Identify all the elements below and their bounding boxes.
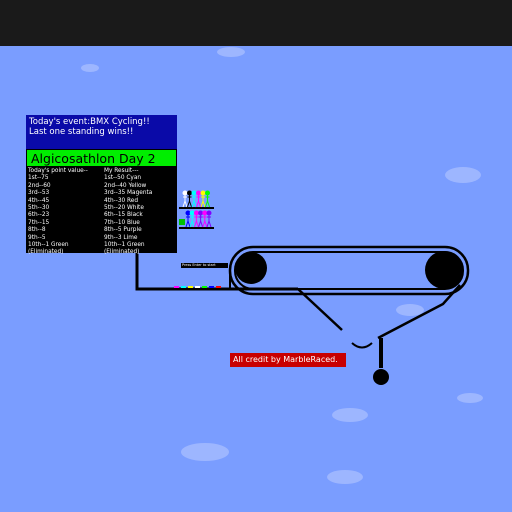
score-row: 8th--8 [28,227,46,234]
credit-banner: All credit by MarbleRaced. [230,353,346,367]
racer-stick-figure [198,210,204,228]
score-row: 7th--15 [28,219,50,226]
marble [202,286,207,288]
eliminated-green-racer [179,219,185,225]
score-row: 6th--23 [28,212,50,219]
cloud [181,443,229,461]
score-row: 6th--15 Black [104,212,143,219]
racers-bottom [185,210,212,228]
marble [181,286,186,288]
my-result-header: My Result--- [104,168,139,174]
score-row: 5th--20 White [104,205,144,212]
score-row: 4th--45 [28,197,50,204]
marble [209,286,214,288]
racer-stick-figure [187,190,192,208]
score-row: 7th--10 Blue [104,219,140,226]
ramp-down [297,288,343,331]
racer-stick-figure [185,210,191,228]
score-row: 9th--3 Lime [104,234,138,241]
top-bar [0,0,512,46]
score-row: 3rd--53 [28,190,50,197]
score-row: (Eliminated) [104,249,140,256]
clouds [81,47,483,484]
marble [216,286,221,288]
racers-top [182,190,210,208]
left-wheel [235,252,267,284]
marble [195,286,200,288]
score-row: 4th--30 Red [104,197,139,204]
point-values-header: Today's point value-- [28,168,88,174]
plunger-ball [373,369,389,385]
racer-stick-figure [205,190,210,208]
score-row: 10th--1 Green [28,242,69,249]
cloud [81,64,99,72]
bowl [351,342,373,349]
cloud [332,408,368,422]
event-line-1: Today's event:BMX Cycling!! [29,117,150,127]
score-row: 1st--75 [28,175,49,182]
conveyor-belt-outer [228,245,470,296]
cloud [217,47,245,57]
score-row: 1st--50 Cyan [104,175,142,182]
score-row: 8th--5 Purple [104,227,142,234]
racer-stick-figure [191,190,197,208]
racer-stick-figure [182,190,188,208]
score-row: 2nd--60 [28,182,51,189]
event-banner: Today's event:BMX Cycling!! Last one sta… [26,115,177,149]
right-wheel [425,251,463,289]
cloud [396,304,424,316]
day-title: Algicosathlon Day 2 [26,149,177,167]
marbles [174,286,221,288]
score-row: 9th--5 [28,234,46,241]
racer-stick-figure [196,190,201,208]
marble [174,286,179,288]
start-notice: Press Enter to start [181,263,228,268]
racer-stick-figure [193,210,199,228]
plunger-rod [379,338,383,368]
marble [188,286,193,288]
racer-stick-figure [202,210,208,228]
score-row: 5th--30 [28,205,50,212]
racer-stick-figure [206,210,212,228]
drop-pipe [135,253,298,291]
racer-stick-figure [200,190,206,208]
score-row: 2nd--40 Yellow [104,182,147,189]
cloud [457,393,483,403]
score-row: 3rd--35 Magenta [104,190,153,197]
score-row: (Eliminated) [28,249,64,256]
conveyor-belt-inner [234,251,464,290]
event-line-2: Last one standing wins!! [29,127,134,137]
cloud [445,167,481,183]
cloud [327,470,363,484]
racer-stick-figure [189,210,195,228]
score-row: 10th--1 Green [104,242,145,249]
